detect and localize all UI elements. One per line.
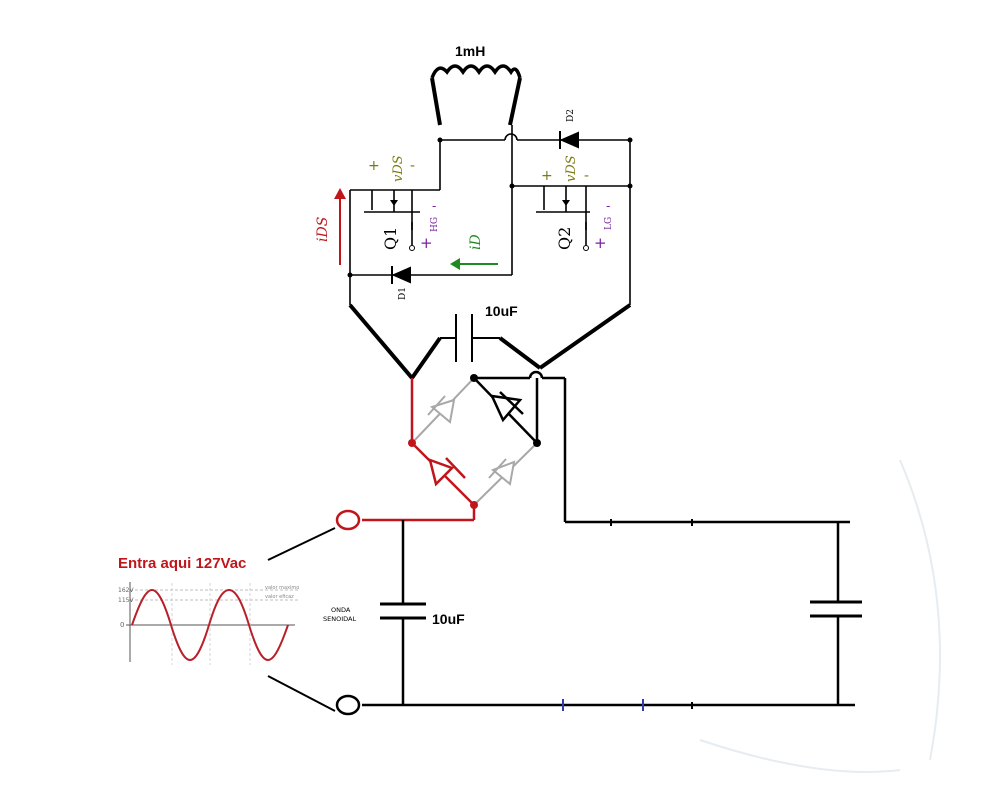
junction-dots (347, 137, 633, 278)
leader-lines (267, 527, 336, 712)
diode-icon (391, 266, 411, 284)
q2-vds-plus: + (541, 168, 553, 184)
top-capacitor-label: 10uF (485, 303, 518, 319)
wave-tick-mid: 115V (118, 597, 134, 604)
capacitor-icon (810, 600, 862, 618)
id-arrow-icon (450, 258, 498, 270)
q2-gate-plus: + (594, 234, 607, 252)
diode-icon (427, 395, 456, 424)
wave-label-line1: ONDA (331, 606, 351, 614)
q2-vds-label: vDS (564, 155, 579, 182)
terminal-ring-icon (335, 694, 361, 716)
id-label: iD (468, 234, 484, 250)
diode-d1-label: D1 (398, 287, 408, 300)
input-capacitor-label: 10uF (432, 611, 465, 627)
wave-tick-top: 162V (118, 587, 134, 594)
diode-icon (488, 458, 516, 486)
diode-icon (559, 131, 579, 149)
inductor-coil-icon (430, 64, 522, 126)
sine-wave-inset (126, 582, 300, 665)
q2-gate-minus: - (606, 199, 610, 213)
top-leads (348, 303, 632, 380)
input-wiring (362, 520, 855, 707)
ids-arrow-icon (334, 188, 346, 265)
wire-tick-marks (562, 519, 693, 711)
q2-label: Q2 (555, 227, 574, 250)
grey-bridge-paths (411, 377, 538, 506)
q1-vds-label: vDS (391, 155, 406, 182)
ids-label: iDS (315, 217, 331, 242)
q1-gate-label: HG (430, 217, 440, 232)
q2-vds-minus: - (584, 168, 589, 184)
inductor-label: 1mH (455, 43, 485, 59)
q1-vds-minus: - (410, 158, 415, 174)
red-current-path (362, 378, 476, 522)
sine-wave-curve (131, 588, 289, 662)
q1-vds-plus: + (368, 158, 380, 174)
capacitor-icon (440, 314, 500, 362)
q2-gate-label: LG (604, 217, 614, 230)
q1-gate-minus: - (432, 199, 436, 213)
diode-icon (428, 457, 466, 487)
wave-label-line2: SENOIDAL (323, 615, 356, 623)
gate-terminals (409, 245, 589, 251)
wave-note-mid: valor eficaz (265, 594, 294, 600)
wave-note-top: valor maximo (265, 585, 299, 591)
q1-gate-plus: + (420, 234, 433, 252)
bridge-wiring (474, 370, 850, 524)
bridge-nodes (408, 374, 541, 509)
mosfet-icon (390, 200, 570, 206)
diode-d2-label: D2 (566, 109, 576, 122)
scan-artifacts (699, 459, 941, 773)
entry-label: Entra aqui 127Vac (118, 555, 246, 572)
q1-label: Q1 (381, 227, 400, 250)
diode-icon (489, 391, 524, 423)
capacitor-icon (380, 602, 426, 620)
terminal-ring-icon (335, 509, 361, 531)
wave-tick-zero: 0 (120, 621, 124, 629)
